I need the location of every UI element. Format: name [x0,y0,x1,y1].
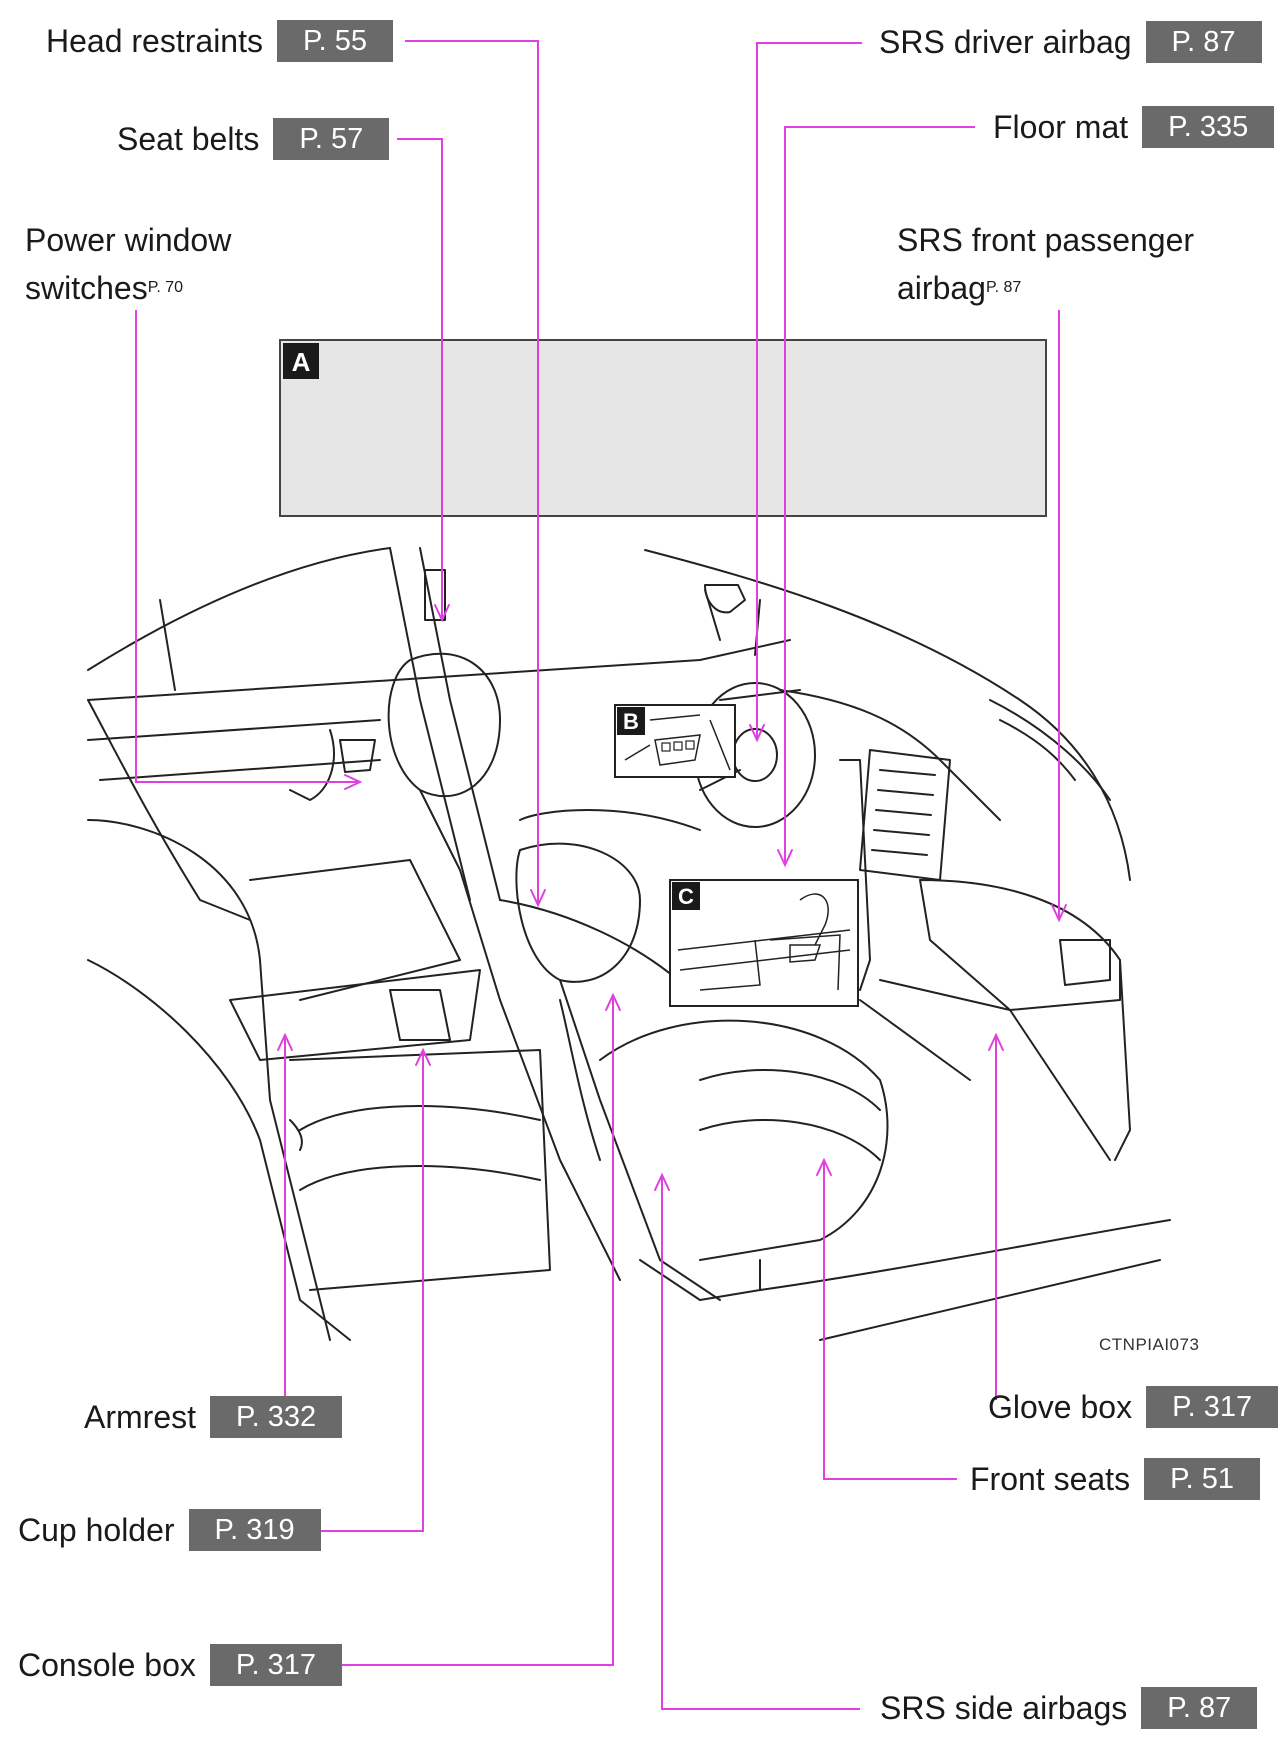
cup-holder-label: Cup holder [18,1508,175,1552]
leader-cup-holder [316,1050,423,1531]
armrest-label: Armrest [84,1395,196,1439]
panel-b-marker: B [623,709,639,734]
glove-box-label: Glove box [988,1385,1132,1429]
callout-srs-side-airbags: SRS side airbags P. 87 [880,1686,1257,1730]
callout-head-restraints: Head restraints P. 55 [46,19,393,63]
callout-cup-holder: Cup holder P. 319 [18,1508,321,1552]
panel-a [280,340,1046,516]
panel-a-marker: A [292,347,311,377]
callout-srs-front-passenger: SRS front passenger airbag P. 87 [897,216,1194,312]
callout-glove-box: Glove box P. 317 [988,1385,1278,1429]
srs-front-passenger-label-line2: airbag [897,264,986,312]
seat-belts-page-badge[interactable]: P. 57 [273,118,389,160]
head-restraints-page-badge[interactable]: P. 55 [277,20,393,62]
leader-console-box [336,995,613,1665]
console-box-page-badge[interactable]: P. 317 [210,1644,342,1686]
panel-c: C [670,880,858,1006]
car-outline [88,548,1170,1340]
callout-front-seats: Front seats P. 51 [970,1457,1260,1501]
callout-floor-mat: Floor mat P. 335 [993,105,1274,149]
callout-console-box: Console box P. 317 [18,1643,342,1687]
glove-box-page-badge[interactable]: P. 317 [1146,1386,1278,1428]
srs-driver-airbag-label: SRS driver airbag [879,20,1132,64]
callout-armrest: Armrest P. 332 [84,1395,342,1439]
floor-mat-label: Floor mat [993,105,1128,149]
floor-mat-page-badge[interactable]: P. 335 [1142,106,1274,148]
srs-side-airbags-label: SRS side airbags [880,1686,1127,1730]
srs-front-passenger-label-line1: SRS front passenger [897,216,1194,264]
cup-holder-page-badge[interactable]: P. 319 [189,1509,321,1551]
callout-srs-driver-airbag: SRS driver airbag P. 87 [879,20,1262,64]
power-window-page-badge[interactable]: P. 70 [148,279,183,297]
callout-seat-belts: Seat belts P. 57 [117,117,389,161]
front-seats-label: Front seats [970,1457,1130,1501]
power-window-label-line1: Power window [25,216,231,264]
figure-code: CTNPIAI073 [1099,1335,1199,1355]
seat-belts-label: Seat belts [117,117,259,161]
head-restraints-label: Head restraints [46,19,263,63]
srs-side-airbags-page-badge[interactable]: P. 87 [1141,1687,1257,1729]
front-seats-page-badge[interactable]: P. 51 [1144,1458,1260,1500]
panel-c-marker: C [678,884,694,909]
srs-driver-airbag-page-badge[interactable]: P. 87 [1146,21,1262,63]
leader-front-seats [824,1160,957,1479]
console-box-label: Console box [18,1643,196,1687]
armrest-page-badge[interactable]: P. 332 [210,1396,342,1438]
srs-front-passenger-page-badge[interactable]: P. 87 [986,279,1021,297]
callout-power-window: Power window switches P. 70 [25,216,231,312]
panel-b: B [615,705,735,777]
leader-srs-side [662,1175,860,1709]
power-window-label-line2: switches [25,264,148,312]
